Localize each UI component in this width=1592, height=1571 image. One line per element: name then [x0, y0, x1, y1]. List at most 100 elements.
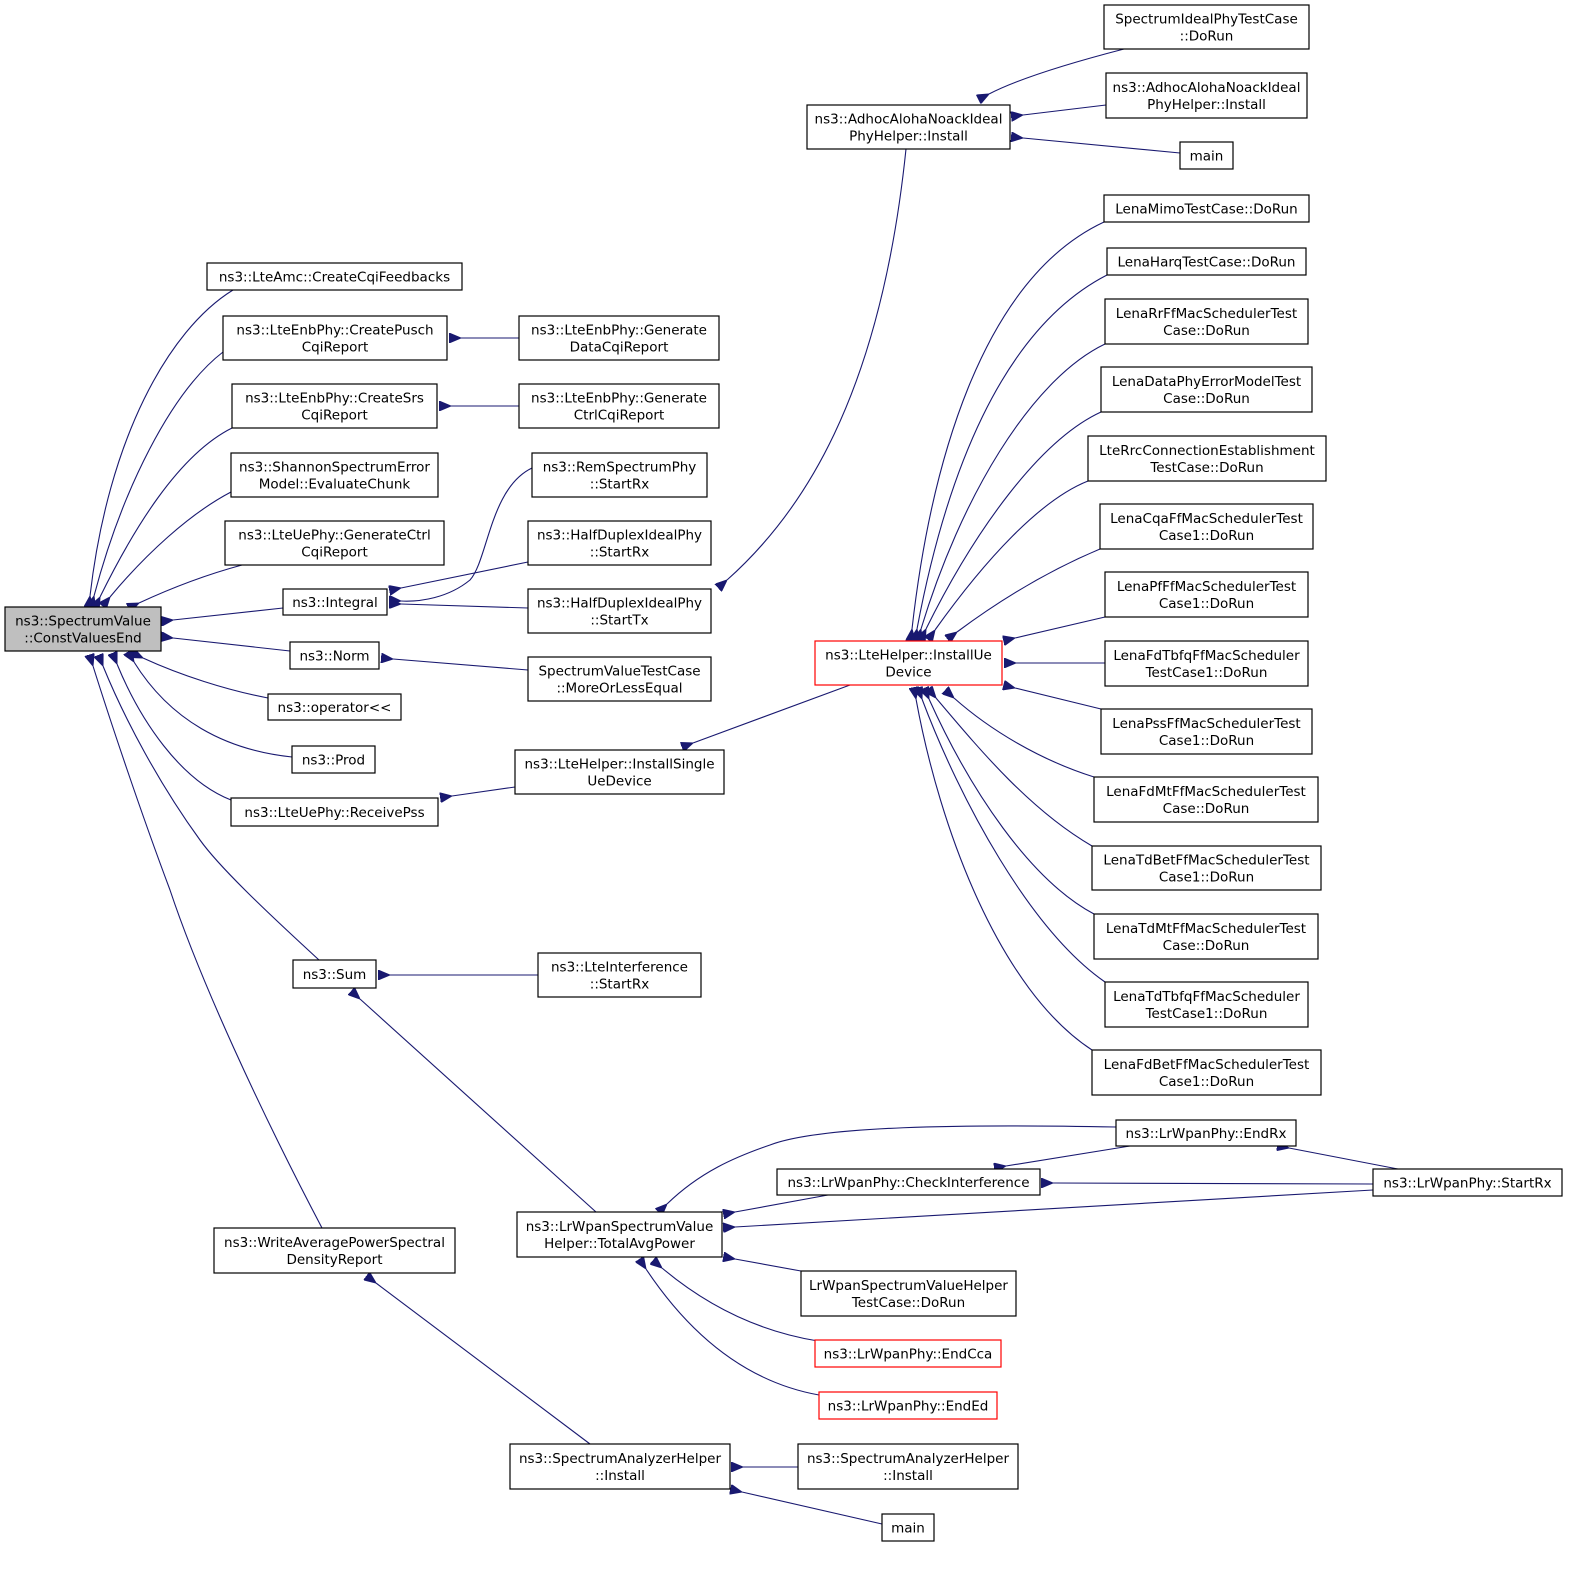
node-box	[527, 588, 712, 634]
edge-integral-to-root	[173, 607, 284, 620]
node-endcca[interactable]: ns3::LrWpanPhy::EndCca	[814, 1339, 1002, 1368]
node-sipt[interactable]: SpectrumIdealPhyTestCase::DoRun	[1103, 4, 1310, 50]
node-endrx[interactable]: ns3::LrWpanPhy::EndRx	[1115, 1119, 1297, 1147]
edge-adhoc2-to-adhoc	[1023, 104, 1107, 115]
node-label-line: PhyHelper::Install	[1147, 97, 1266, 113]
node-sainstall[interactable]: ns3::SpectrumAnalyzerHelper::Install	[509, 1443, 731, 1490]
node-box	[814, 640, 1003, 686]
node-label-line: ns3::LteEnbPhy::Generate	[531, 391, 707, 407]
node-label-line: LenaPssFfMacSchedulerTest	[1112, 716, 1300, 732]
node-label-line: CqiReport	[302, 340, 369, 356]
edge-norm-to-root	[173, 638, 291, 652]
node-box	[213, 1227, 456, 1274]
node-label-line: ns3::LrWpanPhy::EndEd	[828, 1399, 989, 1415]
node-receivepss[interactable]: ns3::LteUePhy::ReceivePss	[230, 797, 439, 827]
node-totalavg[interactable]: ns3::LrWpanSpectrumValueHelper::TotalAvg…	[516, 1211, 723, 1258]
node-adhoc2[interactable]: ns3::AdhocAlohaNoackIdealPhyHelper::Inst…	[1105, 72, 1308, 119]
edge-cqa-to-installue	[957, 548, 1101, 632]
node-label-line: TestCase::DoRun	[851, 1295, 965, 1311]
node-startrx[interactable]: ns3::LrWpanPhy::StartRx	[1372, 1168, 1563, 1197]
node-box	[230, 797, 439, 827]
edge-operator-to-root	[143, 658, 269, 699]
node-label-line: Case::DoRun	[1163, 938, 1250, 954]
node-svtc[interactable]: SpectrumValueTestCase::MoreOrLessEqual	[527, 656, 712, 702]
node-box	[1104, 981, 1309, 1028]
node-shannon[interactable]: ns3::ShannonSpectrumErrorModel::Evaluate…	[230, 452, 439, 498]
node-box	[1093, 913, 1319, 960]
node-label-line: Model::EvaluateChunk	[259, 477, 411, 493]
edge-receivepss-to-root	[117, 664, 232, 801]
node-box	[814, 1339, 1002, 1368]
node-sainstall2[interactable]: ns3::SpectrumAnalyzerHelper::Install	[797, 1443, 1019, 1490]
node-label-line: main	[1190, 149, 1224, 165]
edge-ended-to-totalavg	[646, 1269, 820, 1396]
node-box	[1099, 503, 1314, 550]
node-prod[interactable]: ns3::Prod	[291, 745, 376, 774]
edge-endcca-to-totalavg	[662, 1268, 819, 1342]
node-label-line: LenaPfFfMacSchedulerTest	[1117, 579, 1296, 595]
node-label-line: LenaDataPhyErrorModelTest	[1112, 374, 1301, 390]
edge-mimo-to-installue	[912, 221, 1105, 629]
node-label-line: LrWpanSpectrumValueHelper	[809, 1278, 1008, 1294]
node-checkintf[interactable]: ns3::LrWpanPhy::CheckInterference	[776, 1168, 1041, 1196]
node-label-line: LenaRrFfMacSchedulerTest	[1116, 306, 1297, 322]
node-label-line: ns3::AdhocAlohaNoackIdeal	[815, 112, 1003, 128]
node-label-line: ns3::LrWpanPhy::CheckInterference	[787, 1175, 1029, 1191]
edge-main2-to-sainstall	[742, 1492, 883, 1525]
node-hdrx[interactable]: ns3::HalfDuplexIdealPhy::StartRx	[527, 520, 712, 566]
node-integral[interactable]: ns3::Integral	[282, 588, 388, 616]
node-sum[interactable]: ns3::Sum	[292, 959, 377, 989]
node-hdtx[interactable]: ns3::HalfDuplexIdealPhy::StartTx	[527, 588, 712, 634]
node-box	[1093, 776, 1319, 823]
node-box	[518, 315, 720, 361]
node-box	[292, 959, 377, 989]
node-label-line: ns3::HalfDuplexIdealPhy	[537, 528, 702, 544]
node-operator[interactable]: ns3::operator<<	[267, 693, 402, 721]
node-root[interactable]: ns3::SpectrumValue::ConstValuesEnd	[4, 606, 162, 652]
node-label-line: ::StartRx	[590, 477, 649, 493]
node-writeavg[interactable]: ns3::WriteAveragePowerSpectralDensityRep…	[213, 1227, 456, 1274]
node-lteamc[interactable]: ns3::LteAmc::CreateCqiFeedbacks	[206, 262, 463, 291]
edge-pf-to-installue	[1015, 616, 1106, 638]
node-label-line: ns3::SpectrumValue	[15, 614, 151, 630]
node-main1[interactable]: main	[1179, 141, 1234, 170]
node-label-line: LteRrcConnectionEstablishment	[1099, 443, 1315, 459]
node-mimo[interactable]: LenaMimoTestCase::DoRun	[1103, 194, 1310, 223]
node-label-line: ns3::SpectrumAnalyzerHelper	[519, 1451, 722, 1467]
node-adhoc[interactable]: ns3::AdhocAlohaNoackIdealPhyHelper::Inst…	[806, 104, 1011, 150]
node-rrc[interactable]: LteRrcConnectionEstablishmentTestCase::D…	[1087, 435, 1327, 482]
node-remrx[interactable]: ns3::RemSpectrumPhy::StartRx	[531, 452, 708, 498]
edge-endrx-to-checkintf	[1006, 1145, 1131, 1166]
node-harq[interactable]: LenaHarqTestCase::DoRun	[1106, 247, 1307, 276]
node-label-line: ::ConstValuesEnd	[24, 631, 141, 647]
node-ended[interactable]: ns3::LrWpanPhy::EndEd	[818, 1391, 998, 1420]
node-norm[interactable]: ns3::Norm	[289, 641, 380, 670]
node-lteintf[interactable]: ns3::LteInterference::StartRx	[537, 952, 702, 998]
edge-pss-to-installue	[1015, 688, 1102, 710]
edge-lrwsvhtc-to-totalavg	[735, 1259, 802, 1272]
edge-pusch-to-root	[94, 351, 224, 596]
node-box	[516, 1211, 723, 1258]
edges-layer	[90, 48, 1399, 1525]
node-main2[interactable]: main	[881, 1513, 935, 1542]
node-box	[282, 588, 388, 616]
